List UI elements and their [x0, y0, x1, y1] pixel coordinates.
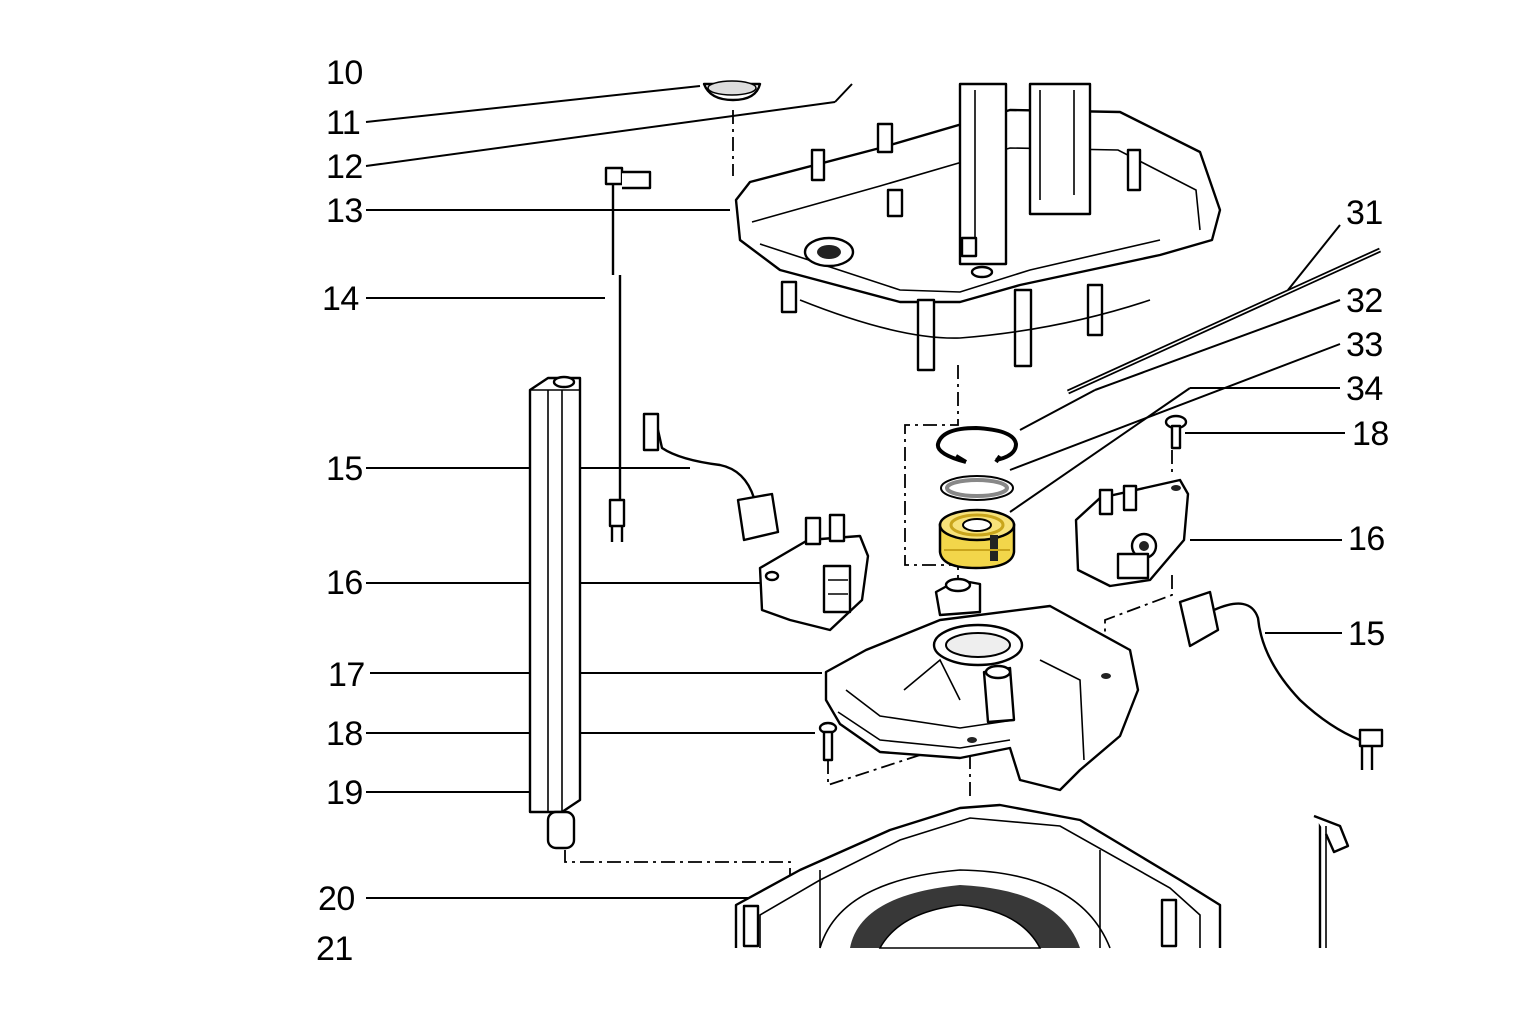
callout-label-14: 14: [322, 280, 359, 318]
part-16-left-holder: [758, 513, 870, 632]
part-31-pin: [1066, 247, 1382, 395]
callout-labels-left: 10 11 12 13 14 15 16 17 18 19 20 21: [316, 54, 365, 968]
callout-label-11: 11: [326, 104, 360, 142]
part-18-left-screw: [818, 721, 838, 762]
part-15-right-brush: [1178, 590, 1384, 770]
callout-label-12: 12: [326, 148, 363, 186]
part-17-end-bracket: [824, 577, 1140, 792]
part-18-right-screw: [1164, 414, 1188, 450]
callout-label-20: 20: [318, 880, 355, 918]
callout-label-15-right: 15: [1348, 615, 1385, 653]
callout-label-33: 33: [1346, 326, 1383, 364]
part-34-bearing: [938, 508, 1016, 570]
callout-label-18-right: 18: [1352, 415, 1389, 453]
callout-label-partial-top: 10: [326, 54, 363, 92]
callout-label-16-right: 16: [1348, 520, 1385, 558]
callout-label-15-left: 15: [326, 450, 363, 488]
part-14-wire: [604, 166, 652, 542]
part-13-housing: [734, 82, 1222, 372]
callout-labels-right: 31 32 33 34 18 16 15: [1346, 194, 1389, 653]
part-16-right-holder: [1074, 478, 1190, 588]
part-19-rod: [528, 375, 582, 850]
part-20-lower-housing: [734, 803, 1222, 949]
callout-label-17: 17: [328, 656, 365, 694]
callout-label-31: 31: [1346, 194, 1383, 232]
callout-label-18-left: 18: [326, 715, 363, 753]
leader-lines: [365, 83, 1345, 899]
callout-label-partial-bottom: 21: [316, 930, 353, 968]
callout-label-32: 32: [1346, 282, 1383, 320]
callout-label-19: 19: [326, 774, 363, 812]
callout-label-34: 34: [1346, 370, 1383, 408]
callout-label-16-left: 16: [326, 564, 363, 602]
callout-label-13: 13: [326, 192, 363, 230]
part-21-wire-partial: [1313, 814, 1350, 948]
part-11-cap: [702, 80, 762, 102]
part-33-washer: [940, 475, 1014, 501]
part-32-circlip: [935, 425, 1019, 464]
part-15-left-brush: [642, 412, 780, 542]
